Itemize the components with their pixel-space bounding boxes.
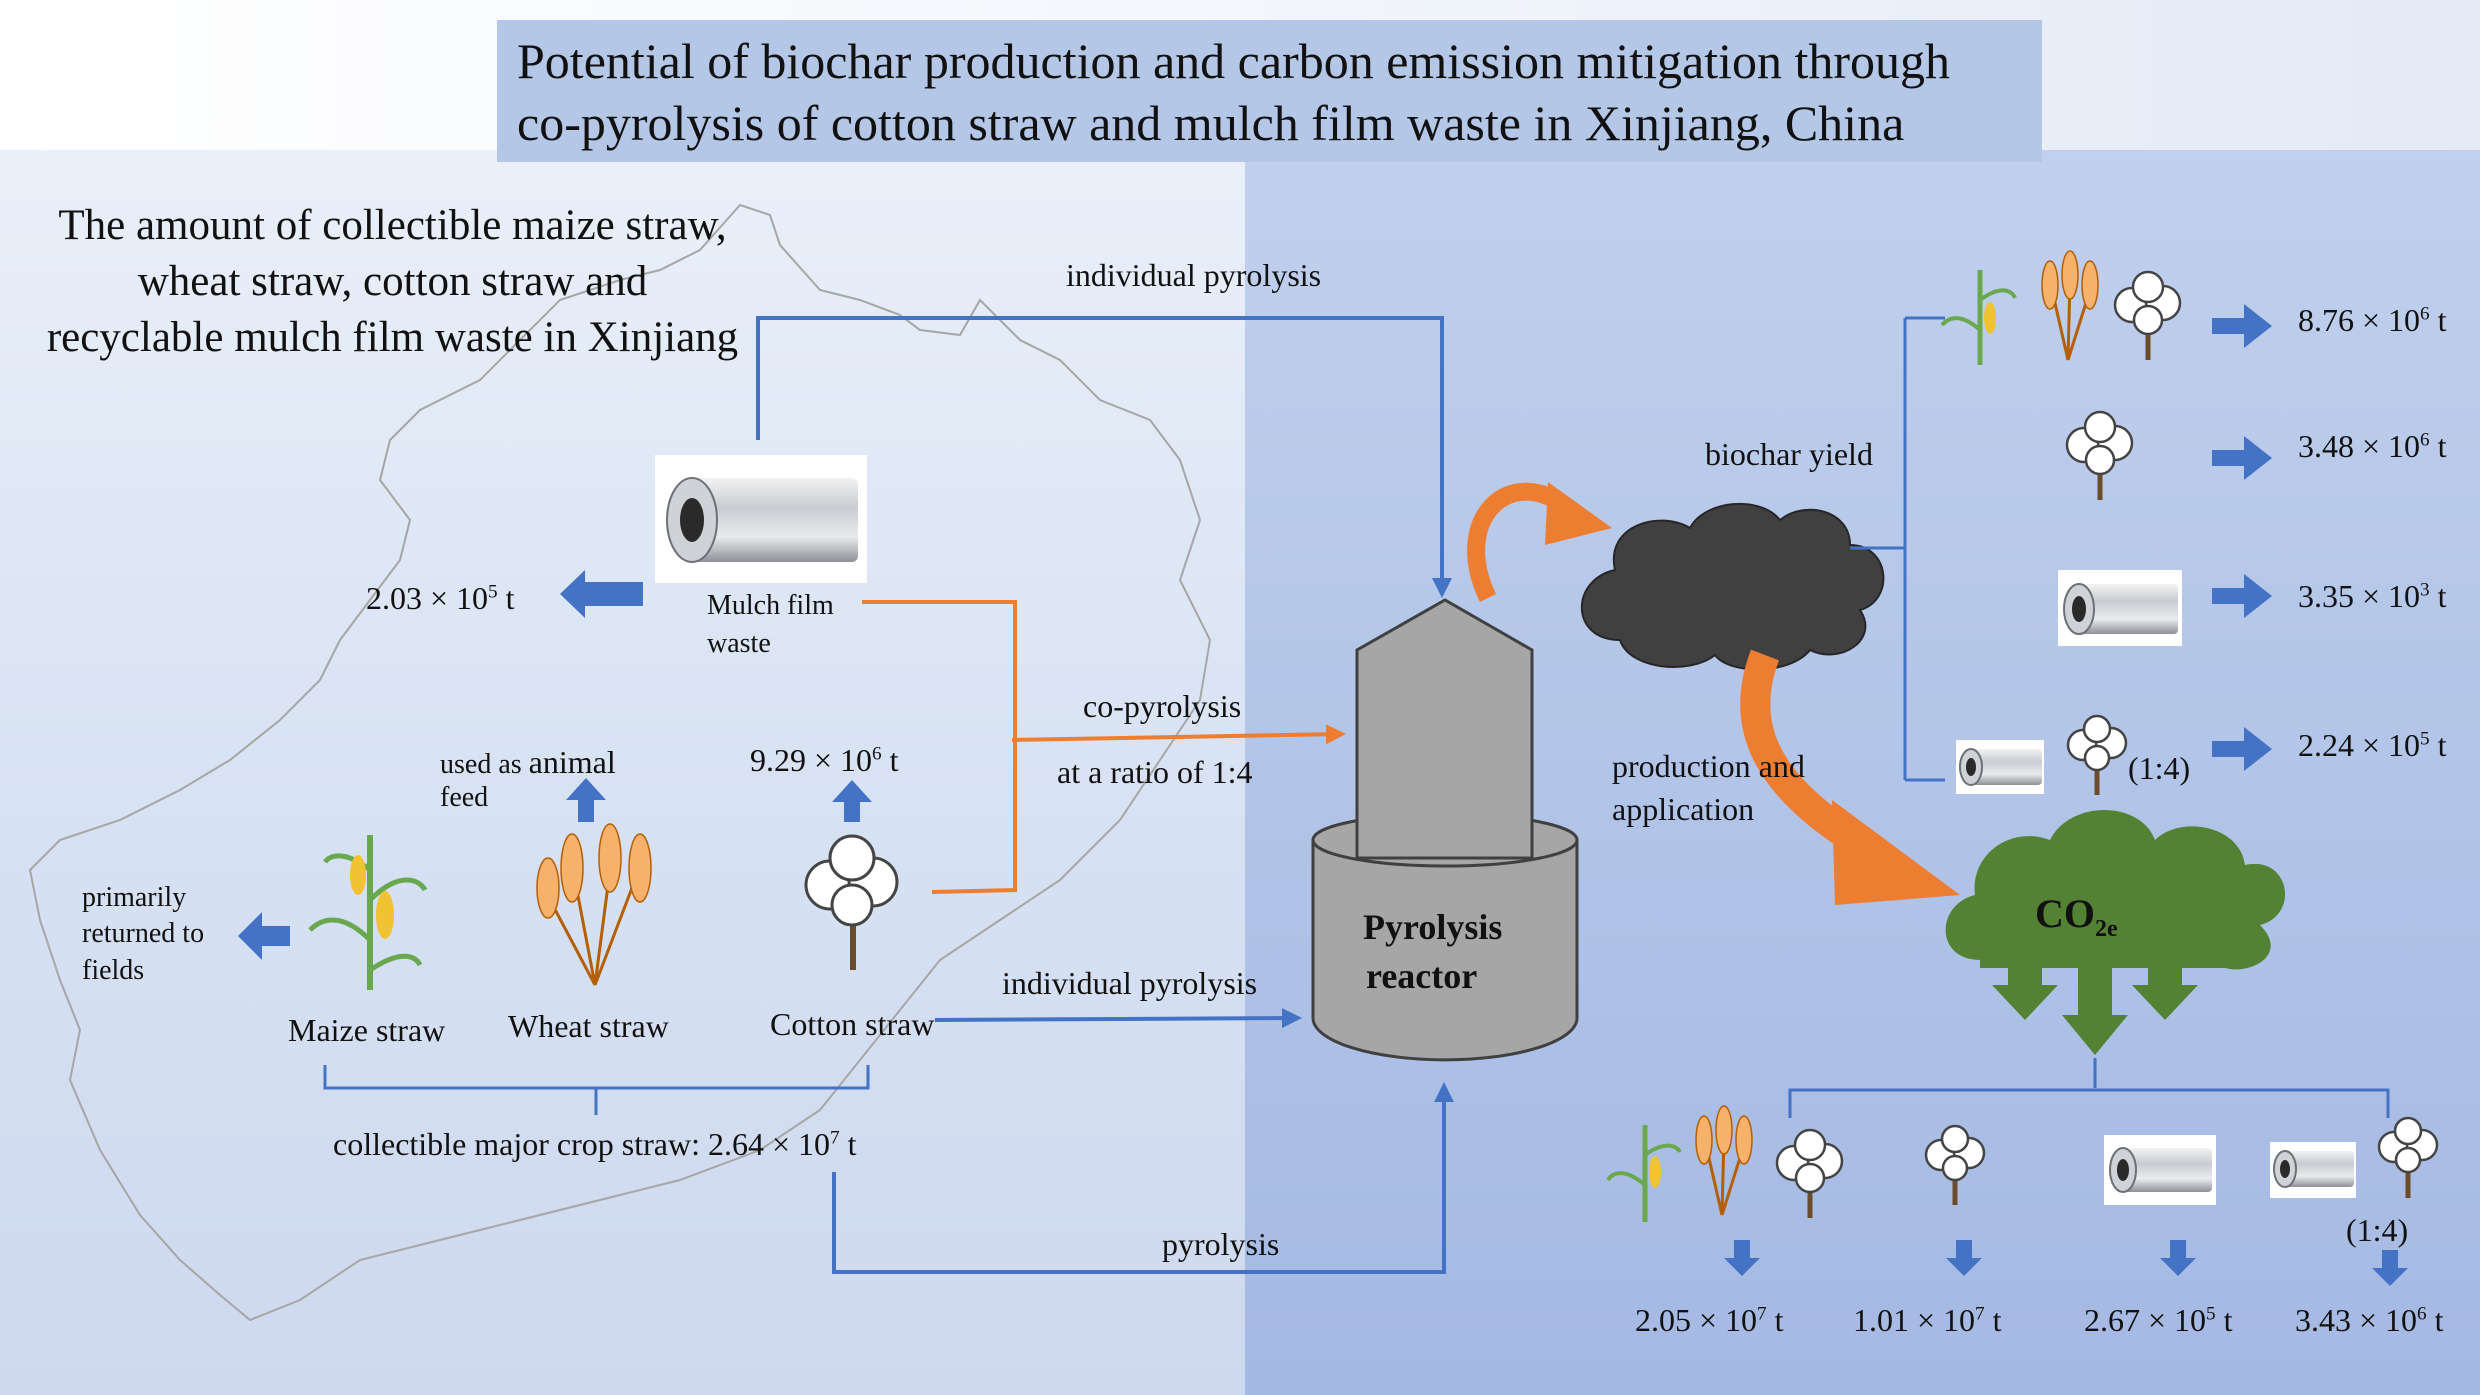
cotton-amount: 9.29 × 106 t (750, 742, 899, 778)
reactor-label-2: reactor (1366, 956, 1478, 996)
cotton-plant-mitigation-2 (1924, 1124, 1986, 1205)
cotton-plant-yield-1 (2113, 270, 2182, 360)
background-left (0, 0, 1245, 1395)
wheat-yield (2041, 250, 2099, 361)
pyrolysis-reactor-shape (1311, 598, 1579, 1062)
arrow-to-biochar-head (1545, 482, 1612, 545)
biochar-cloud (1580, 502, 1885, 671)
mitigation-cotton: 1.01 × 107 t (1853, 1302, 2002, 1338)
biochar-yield-cotton: 3.48 × 106 t (2298, 428, 2447, 464)
maize-plant-large (308, 835, 428, 990)
maize-plant-yield (1940, 270, 2017, 365)
arrow-mulch-amount (560, 570, 643, 618)
flow-individual-pyrolysis-top (756, 316, 1452, 598)
biochar-bracket (1850, 316, 1945, 782)
cotton-label: Cotton straw (770, 1006, 935, 1042)
biochar-yield-all: 8.76 × 106 t (2298, 302, 2447, 338)
biochar-yield-label: biochar yield (1705, 436, 1873, 472)
arrow-cotton-amount (832, 780, 872, 822)
mitigation-all: 2.05 × 107 t (1635, 1302, 1784, 1338)
cotton-plant-yield-2 (2065, 410, 2134, 500)
flow-co-pyrolysis (862, 600, 1342, 894)
arrow-maize-use (238, 912, 290, 960)
cotton-plant-ratio (2066, 714, 2128, 795)
wheat-label: Wheat straw (508, 1008, 669, 1044)
maize-plant-mitigation (1606, 1125, 1682, 1222)
flow-pyrolysis (832, 1082, 1454, 1274)
mitigation-bracket (1788, 1058, 2390, 1118)
flow-label-individual-bottom: individual pyrolysis (1002, 965, 1258, 1001)
cotton-plant-mitigation-1 (1775, 1128, 1844, 1218)
arrow-to-co2-head (1832, 800, 1960, 905)
flow-label-pyrolysis: pyrolysis (1162, 1226, 1280, 1262)
production-label-2: application (1612, 791, 1755, 827)
wheat-large (536, 823, 652, 986)
mulch-film-roll-mitigation (2104, 1135, 2216, 1205)
mitigation-arrows (1724, 1240, 2408, 1286)
maize-label: Maize straw (288, 1012, 446, 1048)
arrow-to-co2 (1740, 649, 1864, 853)
wheat-use-feed: feed (440, 782, 489, 813)
ratio-label-mitigation: (1:4) (2346, 1212, 2409, 1248)
biochar-yield-co: 2.24 × 105 t (2298, 727, 2447, 763)
reactor-label-1: Pyrolysis (1363, 907, 1503, 947)
crop-bracket (323, 1065, 870, 1115)
arrow-wheat-use (566, 778, 606, 822)
maize-use-2: returned to (82, 918, 205, 949)
wheat-mitigation (1695, 1105, 1753, 1216)
xinjiang-map-outline (28, 203, 1212, 1322)
left-heading: The amount of collectible maize straw, w… (46, 202, 739, 361)
co2-cloud (1945, 810, 2286, 970)
mulch-film-amount: 2.03 × 105 t (366, 580, 515, 616)
biochar-yield-mulch: 3.35 × 103 t (2298, 578, 2447, 614)
flow-label-individual-top: individual pyrolysis (1066, 257, 1322, 293)
mulch-film-roll-large (655, 455, 867, 583)
co2-down-arrows (1992, 965, 2198, 1055)
mitigation-mulch: 2.67 × 105 t (2084, 1302, 2233, 1338)
page-title: Potential of biochar production and carb… (497, 20, 2042, 162)
mulch-film-roll-ratio (1956, 740, 2044, 794)
maize-use-3: fields (82, 955, 145, 986)
ratio-label-yield: (1:4) (2128, 750, 2191, 786)
title-line-1: Potential of biochar production and carb… (517, 33, 1951, 89)
cotton-plant-large (804, 834, 899, 970)
cotton-plant-mitigation-3 (2377, 1116, 2439, 1198)
wheat-use-text: used as animal (440, 744, 616, 780)
mitigation-co: 3.43 × 106 t (2295, 1302, 2444, 1338)
yield-arrows (2212, 304, 2272, 771)
mulch-film-label-2: waste (707, 628, 771, 659)
mulch-film-roll-yield (2058, 570, 2182, 646)
maize-use-1: primarily (82, 882, 187, 913)
mulch-film-label-1: Mulch film (707, 590, 834, 621)
co2e-label: CO2e (2035, 891, 2118, 942)
production-label-1: production and (1612, 748, 1805, 784)
flow-label-co-pyrolysis: co-pyrolysis (1083, 688, 1242, 724)
title-line-2: co-pyrolysis of cotton straw and mulch f… (517, 95, 1905, 151)
collectible-total: collectible major crop straw: 2.64 × 107… (333, 1126, 857, 1162)
mulch-film-roll-mitigation-ratio (2270, 1142, 2356, 1198)
flow-individual-pyrolysis-bottom (934, 1008, 1302, 1029)
flow-label-ratio: at a ratio of 1:4 (1057, 754, 1253, 790)
